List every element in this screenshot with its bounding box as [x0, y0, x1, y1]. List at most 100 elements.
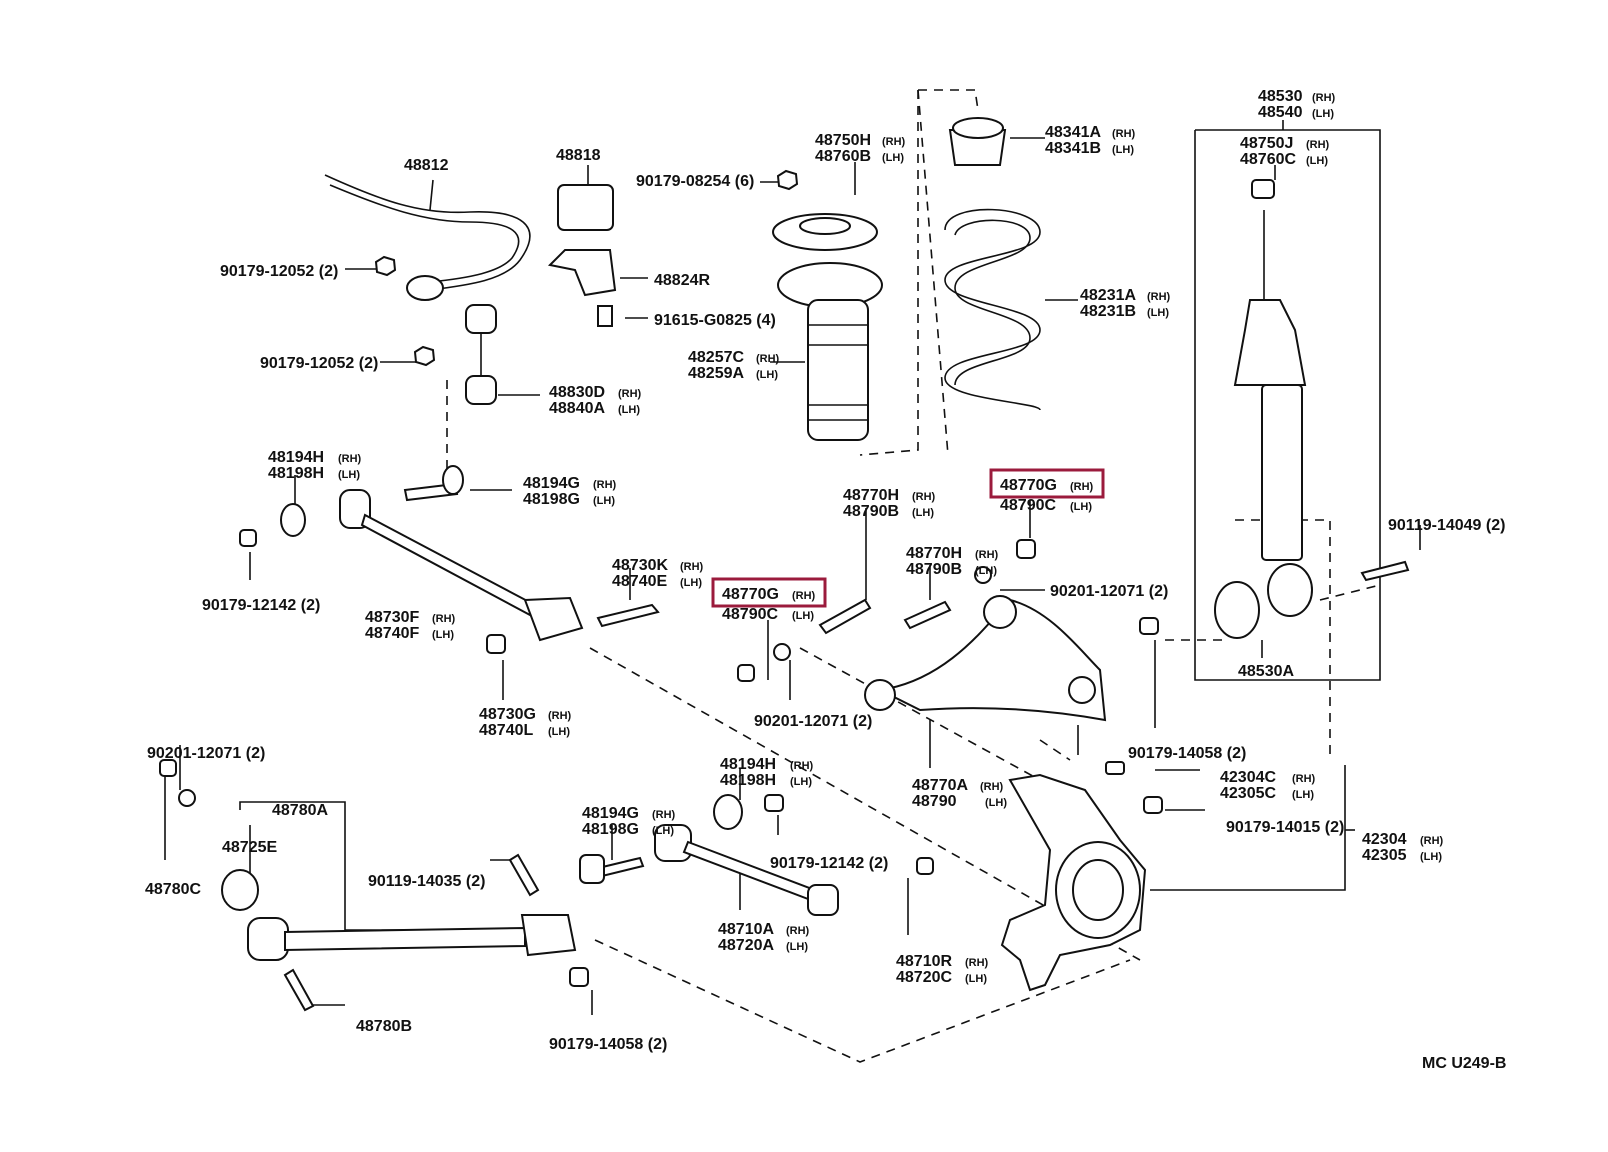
- label-48259A[interactable]: 48259A: [688, 365, 744, 382]
- label-48231B[interactable]: 48231B: [1080, 303, 1136, 320]
- label-48198G-bot[interactable]: 48198G: [582, 821, 639, 838]
- label-90201-12071-c[interactable]: 90201-12071 (2): [147, 745, 265, 762]
- suffix-lh: (LH): [1306, 155, 1328, 167]
- label-48530A[interactable]: 48530A: [1238, 663, 1294, 680]
- label-48231A[interactable]: 48231A: [1080, 287, 1136, 304]
- suffix-lh: (LH): [756, 369, 778, 381]
- label-90179-14058-a[interactable]: 90179-14058 (2): [1128, 745, 1246, 762]
- label-48818[interactable]: 48818: [556, 147, 601, 164]
- bump-boot: [777, 262, 883, 441]
- label-90179-12052-mid[interactable]: 90179-12052 (2): [260, 355, 378, 372]
- label-48750H[interactable]: 48750H: [815, 132, 871, 149]
- shock-mount: [772, 213, 878, 251]
- suffix-lh: (LH): [792, 610, 814, 622]
- label-48760C[interactable]: 48760C: [1240, 151, 1296, 168]
- label-48790B-b[interactable]: 48790B: [906, 561, 962, 578]
- label-90179-12142-a[interactable]: 90179-12142 (2): [202, 597, 320, 614]
- axle-carrier: [1000, 773, 1147, 992]
- label-90119-14035[interactable]: 90119-14035 (2): [368, 873, 485, 890]
- label-48780A[interactable]: 48780A: [272, 802, 328, 819]
- suffix-rh: (RH): [882, 136, 906, 148]
- label-48540[interactable]: 48540: [1258, 104, 1303, 121]
- suffix-rh: (RH): [652, 809, 676, 821]
- suffix-rh: (RH): [680, 561, 704, 573]
- label-48824R[interactable]: 48824R: [654, 272, 710, 289]
- label-48720C[interactable]: 48720C: [896, 969, 952, 986]
- highlight-box-48770g-right: [989, 468, 1105, 499]
- label-48750J[interactable]: 48750J: [1240, 135, 1293, 152]
- suffix-lh: (LH): [1070, 501, 1092, 513]
- label-90179-12142-b[interactable]: 90179-12142 (2): [770, 855, 888, 872]
- label-42304C[interactable]: 42304C: [1220, 769, 1276, 786]
- label-48198H-top[interactable]: 48198H: [268, 465, 324, 482]
- label-48730G[interactable]: 48730G: [479, 706, 536, 723]
- label-48830D[interactable]: 48830D: [549, 384, 605, 401]
- stabilizer-bar: [324, 174, 531, 301]
- label-48840A[interactable]: 48840A: [549, 400, 605, 417]
- label-48780C[interactable]: 48780C: [145, 881, 201, 898]
- label-48790[interactable]: 48790: [912, 793, 957, 810]
- label-42304[interactable]: 42304: [1362, 831, 1407, 848]
- label-48770A[interactable]: 48770A: [912, 777, 968, 794]
- label-90179-14058-b[interactable]: 90179-14058 (2): [549, 1036, 667, 1053]
- label-48341A[interactable]: 48341A: [1045, 124, 1101, 141]
- label-48760B[interactable]: 48760B: [815, 148, 871, 165]
- label-48725E[interactable]: 48725E: [222, 839, 277, 856]
- suffix-lh: (LH): [432, 629, 454, 641]
- label-48194G-bot[interactable]: 48194G: [582, 805, 639, 822]
- label-48710R[interactable]: 48710R: [896, 953, 952, 970]
- diagram-code: MC U249-B: [1422, 1055, 1506, 1072]
- label-48790C-right[interactable]: 48790C: [1000, 497, 1056, 514]
- label-48740L[interactable]: 48740L: [479, 722, 533, 739]
- label-48194H-top[interactable]: 48194H: [268, 449, 324, 466]
- part-labels[interactable]: 48812 48818 90179-08254 (6) 48750H (RH) …: [145, 88, 1506, 1072]
- label-48770H-a[interactable]: 48770H: [843, 487, 899, 504]
- suffix-rh: (RH): [1306, 139, 1330, 151]
- label-90179-08254[interactable]: 90179-08254 (6): [636, 173, 754, 190]
- label-48198G-top[interactable]: 48198G: [523, 491, 580, 508]
- label-48740E[interactable]: 48740E: [612, 573, 667, 590]
- suffix-lh: (LH): [548, 726, 570, 738]
- label-48790B-a[interactable]: 48790B: [843, 503, 899, 520]
- label-90201-12071-a[interactable]: 90201-12071 (2): [1050, 583, 1168, 600]
- label-48770G-right[interactable]: 48770G: [1000, 477, 1057, 494]
- label-48198H-bot[interactable]: 48198H: [720, 772, 776, 789]
- suffix-lh: (LH): [593, 495, 615, 507]
- suffix-rh: (RH): [1292, 773, 1316, 785]
- suffix-rh: (RH): [1312, 92, 1336, 104]
- suffix-lh: (LH): [680, 577, 702, 589]
- suffix-rh: (RH): [593, 479, 617, 491]
- suffix-rh: (RH): [432, 613, 456, 625]
- label-48790C-left[interactable]: 48790C: [722, 606, 778, 623]
- suffix-rh: (RH): [1147, 291, 1171, 303]
- suffix-lh: (LH): [338, 469, 360, 481]
- label-48341B[interactable]: 48341B: [1045, 140, 1101, 157]
- label-90179-12052-top[interactable]: 90179-12052 (2): [220, 263, 338, 280]
- label-48530[interactable]: 48530: [1258, 88, 1303, 105]
- label-90179-14015[interactable]: 90179-14015 (2): [1226, 819, 1344, 836]
- suffix-lh: (LH): [1312, 108, 1334, 120]
- suffix-rh: (RH): [786, 925, 810, 937]
- label-42305C[interactable]: 42305C: [1220, 785, 1276, 802]
- label-48730K[interactable]: 48730K: [612, 557, 668, 574]
- label-48710A[interactable]: 48710A: [718, 921, 774, 938]
- label-48740F[interactable]: 48740F: [365, 625, 419, 642]
- label-48770G-left[interactable]: 48770G: [722, 586, 779, 603]
- label-48780B[interactable]: 48780B: [356, 1018, 412, 1035]
- label-90119-14049[interactable]: 90119-14049 (2): [1388, 517, 1505, 534]
- suffix-lh: (LH): [912, 507, 934, 519]
- label-48720A[interactable]: 48720A: [718, 937, 774, 954]
- suffix-rh: (RH): [965, 957, 989, 969]
- label-48770H-b[interactable]: 48770H: [906, 545, 962, 562]
- label-48812[interactable]: 48812: [404, 157, 449, 174]
- suffix-lh: (LH): [965, 973, 987, 985]
- suffix-lh: (LH): [786, 941, 808, 953]
- label-48257C[interactable]: 48257C: [688, 349, 744, 366]
- label-48194H-bot[interactable]: 48194H: [720, 756, 776, 773]
- label-48194G-top[interactable]: 48194G: [523, 475, 580, 492]
- label-42305[interactable]: 42305: [1362, 847, 1407, 864]
- label-48730F[interactable]: 48730F: [365, 609, 419, 626]
- label-91615-G0825[interactable]: 91615-G0825 (4): [654, 312, 776, 329]
- label-90201-12071-b[interactable]: 90201-12071 (2): [754, 713, 872, 730]
